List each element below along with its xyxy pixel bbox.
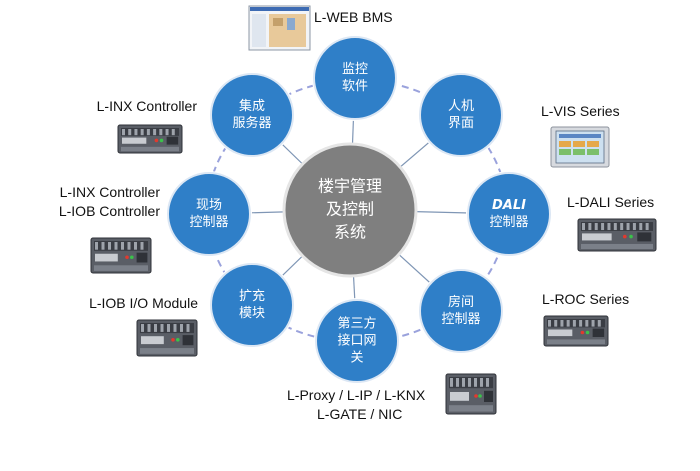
- node-label-third-party-gateway: 第三方接口网关: [337, 316, 376, 366]
- product-label-l-inx: L-INX Controller: [97, 98, 198, 114]
- product-label-l-web-bms: L-WEB BMS: [314, 9, 393, 25]
- node-circle: [210, 263, 294, 347]
- product-l-iob-io: L-IOB I/O Module: [89, 295, 198, 357]
- din-rail-device-icon: [543, 315, 609, 347]
- center-label: 楼宇管理及控制系统: [318, 177, 382, 242]
- touch-panel-icon: [550, 126, 610, 168]
- node-label-expansion-module: 扩充模块: [239, 288, 265, 321]
- din-rail-device-icon: [577, 218, 657, 252]
- node-circle: [313, 36, 397, 120]
- node-label-integration-server: 集成服务器: [232, 98, 271, 131]
- node-circle: [419, 269, 503, 353]
- din-rail-device-icon: [90, 237, 152, 274]
- node-monitoring-software: 监控软件: [312, 35, 398, 121]
- node-label-room-controller: 房间控制器: [441, 294, 480, 327]
- din-rail-device-icon: [445, 373, 497, 415]
- node-integration-server: 集成服务器: [209, 72, 295, 158]
- product-l-roc: L-ROC Series: [542, 291, 629, 347]
- node-field-controller: 现场控制器: [166, 171, 252, 257]
- software-screenshot-icon: [248, 5, 311, 51]
- product-label-l-iob-io: L-IOB I/O Module: [89, 295, 198, 311]
- center-circle: [282, 142, 418, 278]
- din-rail-device-icon: [117, 124, 183, 154]
- product-label-l-vis: L-VIS Series: [541, 103, 620, 119]
- node-hmi: 人机界面: [418, 72, 504, 158]
- product-label-l-dali: L-DALI Series: [567, 194, 654, 210]
- node-circle: [315, 299, 399, 383]
- node-label-hmi: 人机界面: [448, 99, 474, 131]
- product-l-inx: L-INX Controller: [97, 98, 198, 154]
- node-circle: [210, 73, 294, 157]
- node-label-field-controller: 现场控制器: [189, 198, 228, 230]
- node-circle: [467, 172, 551, 256]
- product-l-dali: L-DALI Series: [567, 194, 657, 252]
- node-circle: [419, 73, 503, 157]
- node-expansion-module: 扩充模块: [209, 262, 295, 348]
- node-room-controller: 房间控制器: [418, 268, 504, 354]
- node-circle: [167, 172, 251, 256]
- node-third-party-gateway: 第三方接口网关: [314, 298, 400, 384]
- product-l-vis: L-VIS Series: [541, 103, 620, 168]
- product-label-l-roc: L-ROC Series: [542, 291, 629, 307]
- node-label-monitoring-software: 监控软件: [342, 62, 368, 94]
- din-rail-device-icon: [136, 319, 198, 357]
- product-l-web-bms: L-WEB BMS: [248, 5, 393, 51]
- center-node: 楼宇管理及控制系统: [282, 142, 418, 278]
